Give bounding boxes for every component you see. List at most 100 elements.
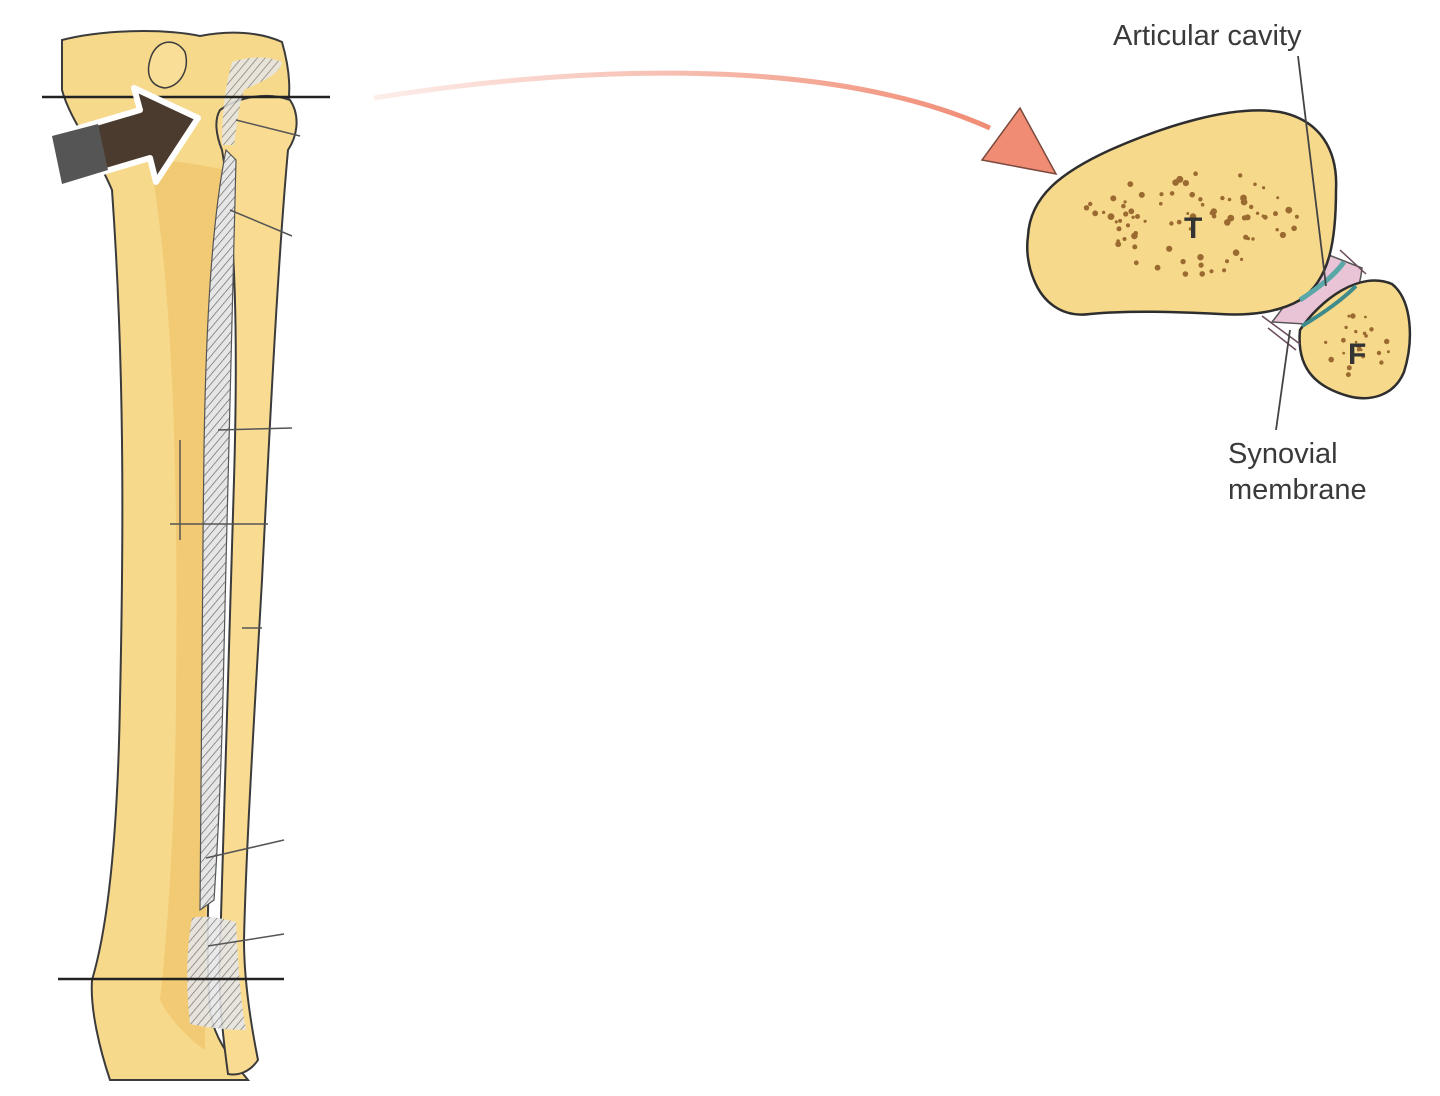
trabecular-dot	[1118, 218, 1123, 223]
trabecular-dot	[1285, 206, 1293, 214]
trabecular-dot	[1133, 260, 1139, 266]
trabecular-dot	[1354, 340, 1358, 344]
trabecular-dot	[1209, 269, 1214, 274]
tibia-condyle	[147, 41, 187, 89]
trabecular-dot	[1342, 351, 1346, 355]
trabecular-dot	[1189, 191, 1195, 198]
synovial-leader	[1275, 329, 1291, 431]
trabecular-dot	[1294, 214, 1299, 219]
trabecular-dot	[1350, 313, 1356, 319]
pointer-arrow-icon	[49, 85, 201, 187]
trabecular-dot	[1198, 197, 1203, 202]
capsule-lines	[1261, 249, 1367, 351]
fibula-letter: F	[1348, 338, 1366, 371]
leg-bones	[42, 30, 330, 1081]
trabecular-dot	[1243, 234, 1249, 240]
trabecular-dot	[1379, 360, 1384, 365]
trabecular-dot	[1125, 223, 1131, 228]
trabecular-dot	[1107, 213, 1115, 221]
trabecular-dot	[1123, 200, 1127, 204]
trabecular-dot	[1132, 244, 1138, 250]
synovial-membrane-label: Synovial membrane	[1228, 436, 1367, 508]
trabecular-dot	[1384, 338, 1390, 345]
trabecular-dot	[1159, 192, 1164, 197]
trabecular-dot	[1186, 212, 1190, 215]
trabecular-dot	[1255, 211, 1260, 215]
trabecular-dot	[1131, 215, 1135, 219]
proximal-joint-hatch	[222, 57, 282, 145]
trabecular-dot	[1123, 211, 1129, 217]
articular-cartilage-fibula	[1300, 284, 1358, 328]
distal-ligament	[187, 916, 246, 1030]
trabecular-dot	[1364, 334, 1368, 338]
trabecular-dot	[1122, 237, 1127, 241]
tibia-letter: T	[1184, 212, 1202, 245]
trabecular-dots-fibula	[1324, 313, 1390, 378]
trabecular-dot	[1127, 181, 1134, 188]
section-arrow	[373, 70, 1058, 176]
trabecular-dot	[1251, 237, 1255, 241]
trabecular-dot	[1262, 186, 1266, 190]
trabecular-dot	[1376, 350, 1382, 356]
trabecular-dot	[1347, 314, 1351, 318]
trabecular-dot	[1180, 258, 1186, 265]
trabecular-dot	[1159, 201, 1163, 206]
trabecular-dot	[1154, 264, 1161, 271]
trabecular-dot	[1101, 210, 1106, 215]
trabecular-dot	[1328, 356, 1334, 363]
trabecular-dot	[1240, 257, 1244, 261]
trabecular-dot	[1182, 271, 1189, 277]
trabecular-dot	[1291, 225, 1297, 232]
trabecular-dot	[1275, 228, 1279, 232]
trabecular-dot	[1121, 203, 1126, 209]
interosseous-membrane	[199, 148, 237, 912]
trabecular-dot	[1166, 245, 1173, 252]
trabecular-dot	[1143, 219, 1147, 223]
trabecular-dot	[1369, 327, 1374, 332]
trabecular-dot	[1198, 262, 1204, 268]
trabecular-dot	[1238, 173, 1243, 178]
trabecular-dot	[1240, 198, 1248, 206]
trabecular-dot	[1354, 329, 1358, 334]
tibia-section	[1026, 109, 1338, 316]
trabecular-dot	[1199, 271, 1205, 277]
trabecular-dot	[1189, 213, 1197, 220]
articular-leader	[1297, 55, 1327, 287]
trabecular-dot	[1386, 350, 1390, 354]
trabecular-dot	[1182, 180, 1189, 187]
trabecular-dot	[1232, 249, 1240, 256]
trabecular-dot	[1222, 268, 1227, 273]
trabecular-dot	[1114, 220, 1118, 224]
trabecular-dot	[1188, 227, 1193, 231]
trabecular-dot	[1249, 204, 1254, 210]
trabecular-dot	[1138, 191, 1145, 198]
trabecular-dot	[1131, 232, 1138, 240]
trabecular-dot	[1241, 215, 1247, 221]
trabecular-dot	[1324, 340, 1328, 344]
trabecular-dot	[1128, 208, 1135, 215]
trabecular-dot	[1361, 354, 1366, 359]
trabecular-dot	[1279, 231, 1286, 239]
trabecular-dot	[1172, 179, 1179, 186]
trabecular-dot	[1169, 221, 1174, 226]
synovial-label-line2: membrane	[1228, 474, 1367, 506]
fibula-bone	[215, 94, 298, 1076]
trabecular-dot	[1211, 213, 1217, 219]
trabecular-dot	[1359, 348, 1363, 352]
trabecular-dot	[1227, 197, 1232, 202]
trabecular-dot	[1110, 195, 1117, 202]
trabecular-dot	[1273, 211, 1278, 217]
trabecular-dot	[1261, 214, 1266, 218]
trabecular-dot	[1227, 214, 1235, 222]
trabecular-dot	[1083, 205, 1090, 211]
trabecular-dot	[1176, 219, 1182, 225]
synovial-label-line1: Synovial	[1228, 438, 1338, 470]
trabecular-dot	[1356, 348, 1361, 352]
trabecular-dot	[1346, 365, 1352, 371]
trabecular-dot	[1276, 196, 1280, 200]
trabecular-dot	[1344, 325, 1348, 330]
trabecular-dot	[1115, 241, 1122, 248]
trabecular-dot	[1116, 226, 1122, 232]
